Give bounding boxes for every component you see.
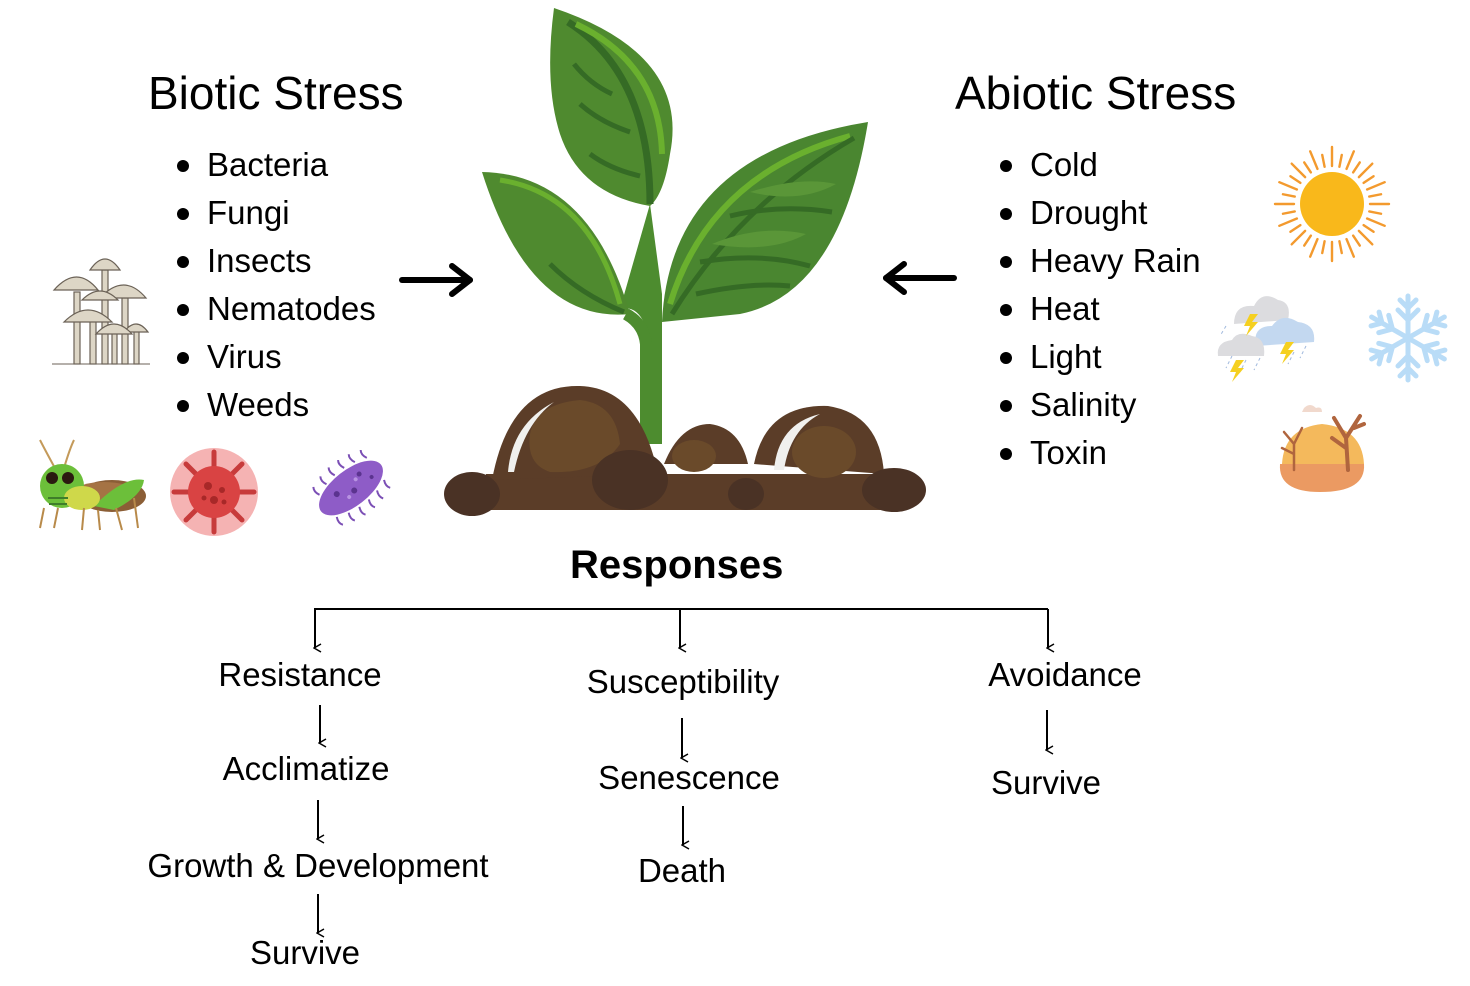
- list-item: Virus: [177, 333, 376, 381]
- node-survive-avoidance: Survive: [990, 764, 1102, 801]
- arrow-right-icon: [399, 263, 473, 297]
- biotic-stress-title: Biotic Stress: [148, 67, 404, 119]
- list-item: Salinity: [1000, 381, 1201, 429]
- node-resistance: Resistance: [218, 656, 382, 693]
- sun-ray: [1345, 150, 1356, 171]
- snowflake-arm: [1395, 335, 1421, 383]
- list-item: Heavy Rain: [1000, 237, 1201, 285]
- node-senescence: Senescence: [598, 759, 780, 796]
- node-survive-resistance: Survive: [249, 934, 361, 971]
- sun-ray: [1368, 193, 1383, 198]
- snowflake-arm: [1395, 293, 1421, 341]
- sun-ray: [1351, 161, 1361, 174]
- grasshopper-icon: [39, 439, 146, 531]
- sun-ray: [1290, 229, 1307, 246]
- sun-ray: [1281, 210, 1296, 215]
- arrow-left-icon: [883, 261, 957, 295]
- sun-ray: [1289, 223, 1302, 233]
- sun-ray: [1368, 210, 1383, 215]
- list-item: Insects: [177, 237, 376, 285]
- sun-ray: [1345, 237, 1356, 258]
- bacteria-icon: [312, 449, 391, 526]
- sun-ray: [1362, 175, 1375, 185]
- snowflake-arm: [1368, 335, 1411, 367]
- abiotic-stress-list: Cold Drought Heavy Rain Heat Light Salin…: [1000, 141, 1201, 477]
- sun-ray: [1308, 237, 1319, 258]
- sun-ray: [1338, 240, 1343, 255]
- sun-ray: [1289, 175, 1302, 185]
- list-item: Heat: [1000, 285, 1201, 333]
- node-avoidance: Avoidance: [988, 656, 1142, 693]
- node-death: Death: [637, 852, 727, 889]
- responses-title: Responses: [570, 543, 784, 587]
- drought-tree-icon: [1279, 405, 1366, 492]
- node-growth-development: Growth & Development: [147, 847, 489, 884]
- sun-ray: [1303, 234, 1313, 247]
- sun-ray: [1362, 223, 1375, 233]
- list-item: Bacteria: [177, 141, 376, 189]
- snowflake-icon: [1368, 293, 1448, 383]
- list-item: Drought: [1000, 189, 1201, 237]
- sun-ray: [1308, 150, 1319, 171]
- sun-ray: [1351, 234, 1361, 247]
- sun-ray: [1321, 240, 1326, 255]
- sun-ray: [1321, 153, 1326, 168]
- node-susceptibility: Susceptibility: [586, 663, 780, 700]
- sun-icon: [1273, 145, 1391, 263]
- sun-ray: [1338, 153, 1343, 168]
- virus-icon: [170, 448, 258, 536]
- sun-ray: [1357, 229, 1374, 246]
- snowflake-arm: [1405, 309, 1448, 341]
- node-acclimatize: Acclimatize: [222, 750, 390, 787]
- biotic-stress-list: Bacteria Fungi Insects Nematodes Virus W…: [177, 141, 376, 429]
- list-item: Fungi: [177, 189, 376, 237]
- list-item: Nematodes: [177, 285, 376, 333]
- list-item: Toxin: [1000, 429, 1201, 477]
- plant-seedling-icon: [444, 8, 926, 516]
- list-item: Weeds: [177, 381, 376, 429]
- abiotic-stress-title: Abiotic Stress: [955, 67, 1237, 119]
- sun-ray: [1303, 161, 1313, 174]
- list-item: Cold: [1000, 141, 1201, 189]
- sun-ray: [1278, 217, 1299, 228]
- list-item: Light: [1000, 333, 1201, 381]
- storm-cloud-icon: [1217, 296, 1315, 382]
- sun-ray: [1281, 193, 1296, 198]
- mushrooms-icon: [52, 258, 150, 365]
- sun-ray: [1365, 180, 1386, 191]
- sun-ray: [1290, 162, 1307, 179]
- snowflake-arm: [1405, 335, 1448, 367]
- snowflake-arm: [1368, 309, 1411, 341]
- sun-ray: [1357, 162, 1374, 179]
- sun-ray: [1365, 217, 1386, 228]
- sun-ray: [1278, 180, 1299, 191]
